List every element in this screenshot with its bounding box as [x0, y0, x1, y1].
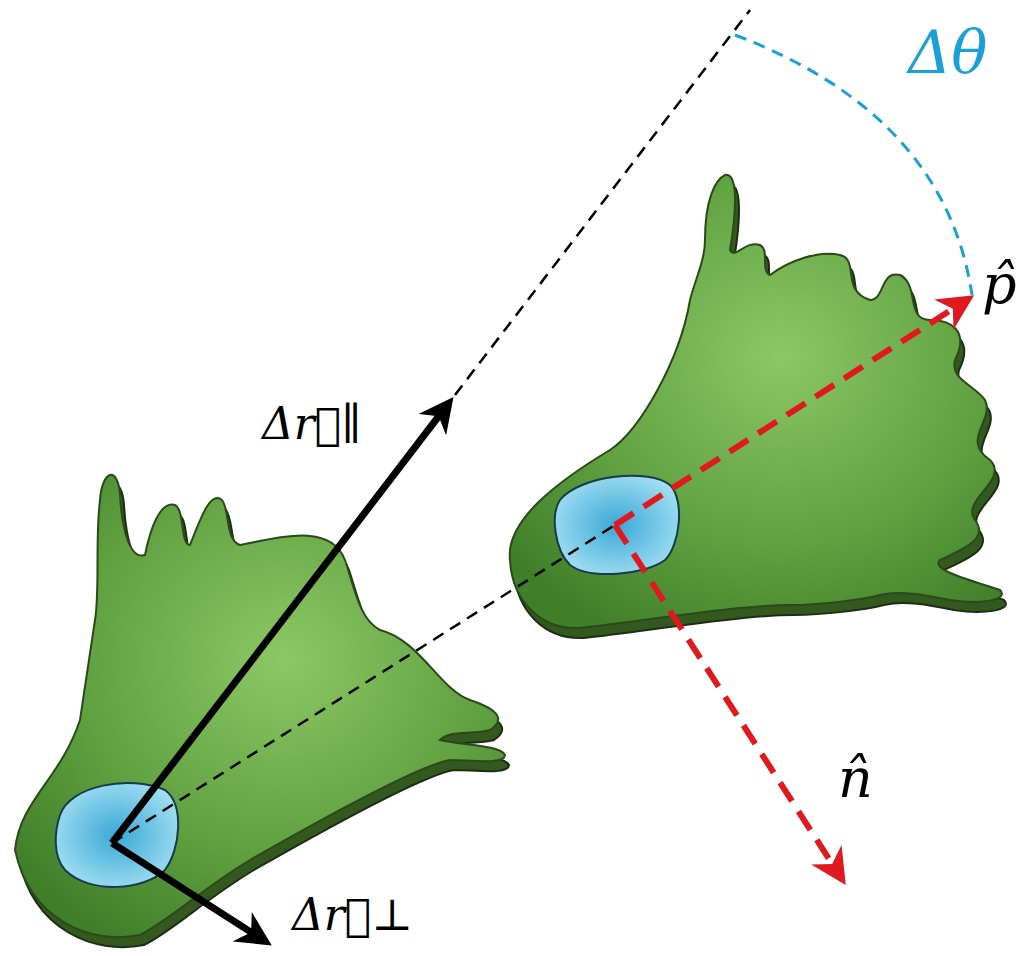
cell-one: [15, 475, 509, 947]
parallel-extension-line: [455, 10, 750, 395]
normal-arrow: [615, 525, 838, 873]
angle-label: Δθ: [908, 22, 987, 82]
cell-two: [510, 175, 1006, 638]
polarity-arrow: [615, 303, 962, 525]
perpendicular-arrow: [112, 843, 260, 938]
center-dashed-line: [112, 525, 615, 843]
parallel-displacement-label: Δr⃗∥: [262, 402, 362, 446]
displacement-guides: [112, 10, 972, 938]
perpendicular-displacement-label: Δr⃗⊥: [292, 893, 413, 937]
parallel-arrow: [112, 408, 445, 843]
polarity-label: p̂: [982, 258, 1017, 312]
normal-label: n̂: [838, 752, 873, 806]
